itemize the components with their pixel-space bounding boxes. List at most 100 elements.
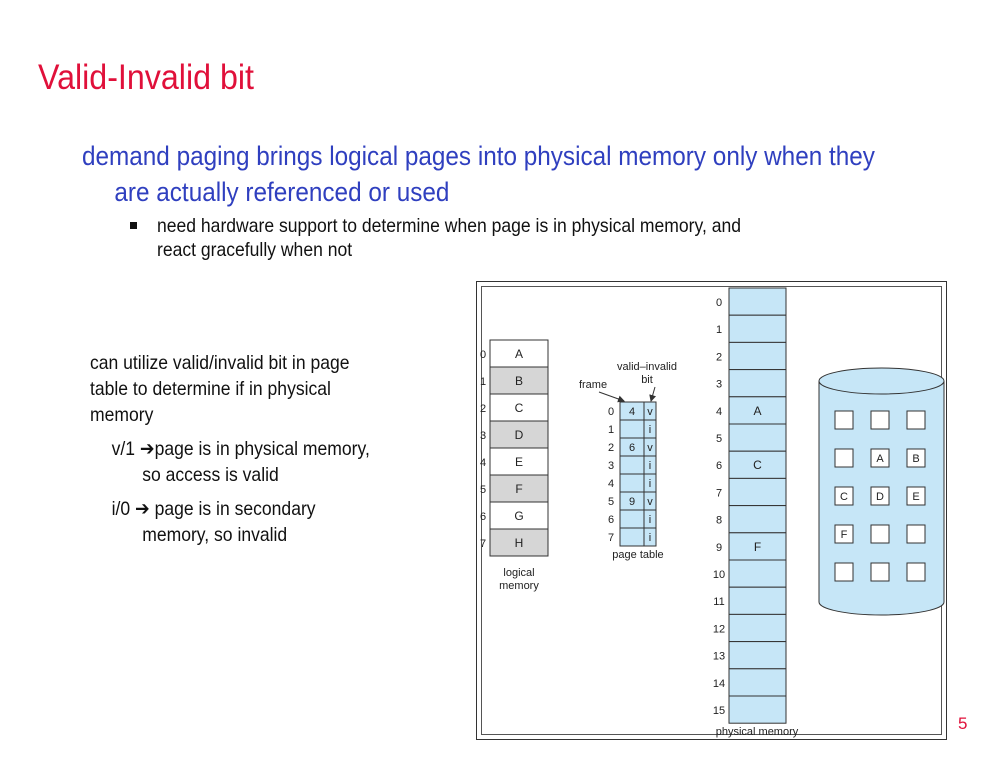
logical-page-index: 2 [480, 403, 486, 415]
logical-page-index: 1 [480, 376, 486, 388]
frame-label: frame [579, 379, 607, 391]
sub-bullet-line2: react gracefully when not [157, 239, 353, 261]
logical-page-index: 0 [480, 349, 486, 361]
page-table-frame-cell [619, 527, 645, 547]
slide-title: Valid-Invalid bit [38, 58, 254, 97]
valid-invalid-label: bit [641, 374, 653, 386]
page-table-index: 0 [608, 406, 614, 418]
physical-frame-cell [728, 341, 787, 371]
logical-page-label: E [515, 455, 523, 469]
physical-frame-index: 13 [713, 651, 725, 663]
physical-frame-cell [728, 641, 787, 670]
physical-frame-cell [728, 396, 787, 425]
disk-block [906, 410, 926, 430]
physical-frame-cell [728, 505, 787, 534]
disk-block [870, 524, 890, 544]
physical-frame-content: F [754, 540, 761, 554]
physical-frame-content: A [753, 404, 761, 418]
disk-block [834, 562, 854, 582]
page-table-bit-value: v [647, 406, 653, 418]
sub-bullet-line1: need hardware support to determine when … [157, 215, 742, 237]
physical-frame-index: 2 [716, 351, 722, 363]
bit-pointer-arrow [649, 386, 657, 402]
disk-top [818, 367, 945, 395]
physical-frame-index: 8 [716, 515, 722, 527]
physical-frame-index: 5 [716, 433, 722, 445]
disk-block [906, 448, 926, 468]
page-table-frame-cell [619, 419, 645, 439]
physical-frame-content: C [753, 458, 762, 472]
invalid-bit-explanation: i/0 ➔ page is in secondary memory, so in… [90, 496, 450, 548]
page-table-index: 1 [608, 424, 614, 436]
physical-frame-index: 3 [716, 379, 722, 391]
logical-page-index: 4 [480, 457, 486, 469]
physical-memory-label: physical memory [716, 726, 799, 738]
physical-frame-index: 10 [713, 569, 725, 581]
logical-page-cell [489, 393, 549, 422]
disk-block [834, 524, 854, 544]
page-table-index: 3 [608, 460, 614, 472]
page-table-bit-value: i [649, 532, 651, 544]
physical-frame-index: 11 [713, 596, 724, 608]
disk-block-label: A [876, 453, 884, 465]
disk-block [870, 410, 890, 430]
page-table-index: 5 [608, 496, 614, 508]
page-table-frame-value: 4 [629, 406, 635, 418]
logical-memory-label: logical [503, 567, 534, 579]
slide-number: 5 [958, 714, 968, 733]
logical-page-cell [489, 528, 549, 557]
page-table-frame-value: 6 [629, 442, 635, 454]
explanation-line1: can utilize valid/invalid bit in page [90, 352, 350, 374]
physical-frame-cell [728, 423, 787, 452]
disk-block-label: D [876, 491, 884, 503]
disk-block [834, 410, 854, 430]
page-table-bit-value: i [649, 424, 651, 436]
valid-line1: v/1 ➔page is in physical memory, [111, 438, 370, 460]
physical-frame-cell [728, 314, 787, 343]
logical-memory-label: memory [499, 580, 539, 592]
page-table-frame-cell [619, 473, 645, 493]
disk-block [834, 448, 854, 468]
invalid-line1: i/0 ➔ page is in secondary [111, 498, 316, 520]
physical-frame-cell [728, 369, 787, 398]
explanation-paragraph: can utilize valid/invalid bit in page ta… [90, 350, 450, 428]
page-table-frame-cell [619, 455, 645, 475]
logical-page-label: A [515, 347, 523, 361]
physical-frame-index: 12 [713, 623, 725, 635]
frame-pointer-arrow [598, 391, 625, 403]
logical-page-cell [489, 501, 549, 530]
physical-frame-index: 6 [716, 460, 722, 472]
disk-block [870, 486, 890, 506]
physical-frame-cell [728, 668, 787, 697]
physical-frame-cell [728, 695, 787, 724]
page-table-bit-value: v [647, 442, 653, 454]
page-table-bit-cell [643, 527, 657, 547]
explanation-line3: memory [90, 404, 154, 426]
explanation-line2: table to determine if in physical [90, 378, 331, 400]
logical-page-label: F [515, 482, 522, 496]
logical-page-index: 5 [480, 484, 486, 496]
physical-frame-cell [728, 559, 787, 588]
valid-bit-explanation: v/1 ➔page is in physical memory, so acce… [90, 436, 450, 488]
physical-frame-index: 1 [716, 324, 722, 336]
logical-page-index: 6 [480, 511, 486, 523]
physical-frame-index: 7 [716, 487, 722, 499]
physical-frame-cell [728, 477, 787, 507]
page-table-label: page table [612, 549, 663, 561]
disk-block [906, 486, 926, 506]
square-bullet-icon [130, 222, 137, 229]
logical-page-cell [489, 420, 549, 449]
physical-frame-index: 4 [716, 406, 722, 418]
sub-bullet: need hardware support to determine when … [130, 214, 930, 262]
physical-frame-index: 0 [716, 297, 722, 309]
logical-page-label: D [515, 428, 524, 442]
physical-frame-cell [728, 613, 787, 643]
logical-page-label: H [515, 536, 524, 550]
logical-page-cell [489, 339, 549, 368]
page-table-frame-cell [619, 509, 645, 529]
disk-block [906, 524, 926, 544]
page-table-bit-value: v [647, 496, 653, 508]
page-table-bit-value: i [649, 460, 651, 472]
